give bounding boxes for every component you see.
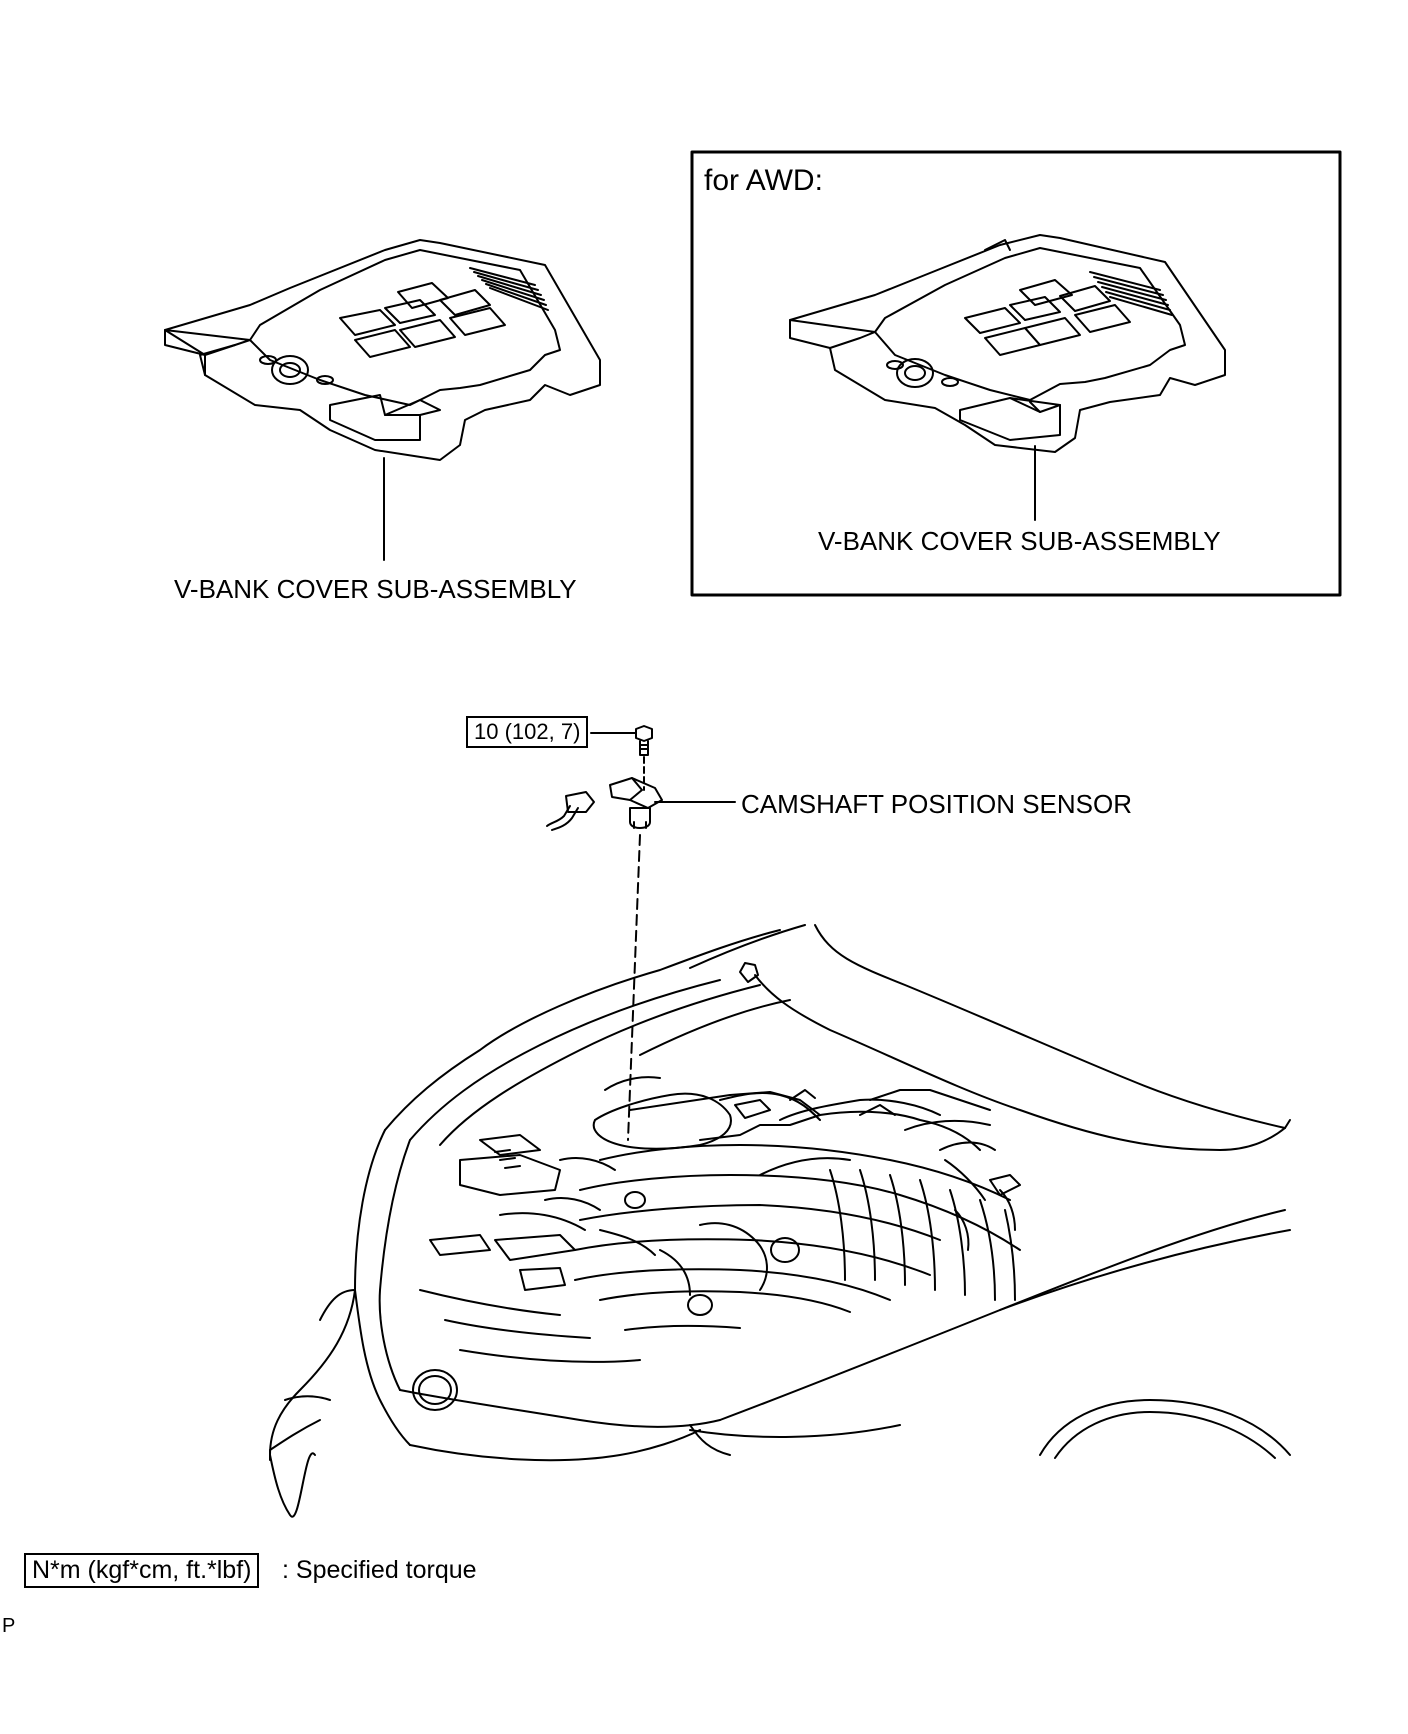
sensor-to-engine-dashed-line — [627, 834, 641, 1141]
camshaft-position-sensor-label: CAMSHAFT POSITION SENSOR — [741, 789, 1133, 819]
awd-v-bank-cover-illustration — [789, 234, 1226, 521]
awd-variant-box — [690, 150, 1342, 597]
awd-box-title: for AWD: — [704, 164, 823, 197]
v-bank-cover-illustration — [164, 239, 601, 561]
torque-value-box: 10 (102, 7) — [466, 716, 589, 748]
legend-description: : Specified torque — [282, 1556, 477, 1584]
v-bank-cover-label: V-BANK COVER SUB-ASSEMBLY — [174, 574, 577, 604]
bolt-icon — [635, 725, 653, 756]
legend-unit-box: N*m (kgf*cm, ft.*lbf) — [24, 1553, 260, 1588]
connector-icon — [546, 791, 595, 831]
camshaft-position-sensor-icon — [609, 777, 663, 829]
figure-code: P — [2, 1615, 16, 1637]
awd-v-bank-cover-label: V-BANK COVER SUB-ASSEMBLY — [818, 526, 1221, 556]
vehicle-engine-bay-illustration — [269, 924, 1291, 1518]
